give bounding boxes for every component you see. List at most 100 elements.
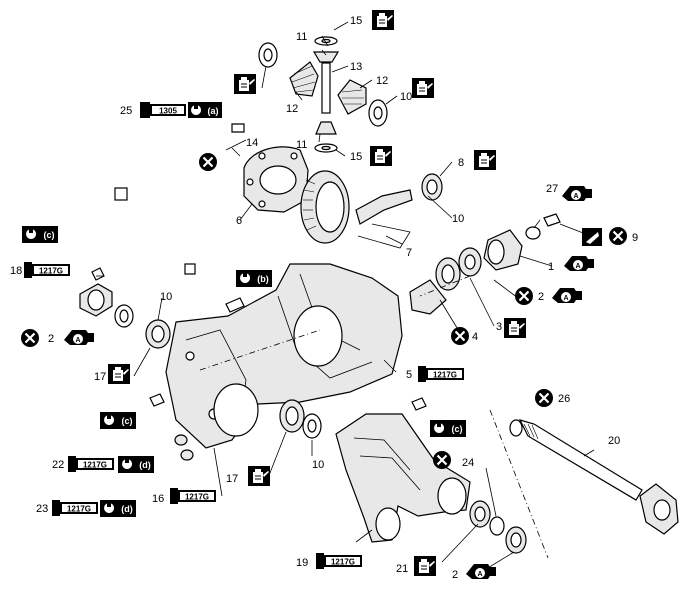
callout-12: 12	[376, 75, 388, 87]
callout-14: 14	[246, 137, 258, 149]
oil-can-icon	[413, 555, 437, 577]
oil-can-icon	[473, 149, 497, 171]
sealant-tag-1217g-18: 1217G	[24, 262, 70, 278]
sealant-tag-1217g-23: 1217G	[52, 500, 98, 516]
torque-tag-c-left: (c)	[100, 412, 136, 429]
callout-27: 27	[546, 183, 558, 195]
pinion-gear-top	[312, 51, 340, 63]
bolt-c-left	[149, 393, 165, 407]
grease-icon	[64, 330, 94, 345]
torque-tag-b: (b)	[236, 270, 272, 287]
grease-icon	[466, 564, 496, 579]
callout-4: 4	[472, 331, 478, 343]
callout-20: 20	[608, 435, 620, 447]
svg-text:(c): (c)	[122, 416, 133, 426]
oil-can-icon	[371, 9, 395, 31]
callout-13: 13	[350, 61, 362, 73]
do-not-reuse-icon	[431, 449, 453, 471]
callout-15: 15	[350, 151, 362, 163]
oil-can-icon	[503, 317, 527, 339]
callout-10: 10	[452, 213, 464, 225]
svg-text:1217G: 1217G	[331, 558, 355, 567]
flange-washer	[525, 226, 541, 240]
oil-can-icon	[369, 145, 393, 167]
callout-15: 15	[350, 15, 362, 27]
sealant-tag-1217g-22: 1217G	[68, 456, 114, 472]
callout-17: 17	[226, 473, 238, 485]
oil-can-icon	[233, 73, 257, 95]
circlip-26	[509, 419, 523, 437]
torque-tag-d-23: (d)	[100, 500, 136, 517]
do-not-reuse-icon	[533, 387, 555, 409]
grease-icon	[562, 186, 592, 201]
callout-16: 16	[152, 493, 164, 505]
svg-text:(b): (b)	[257, 274, 269, 284]
tag-1305-text: 1305	[159, 107, 177, 116]
pinion-shaft	[321, 62, 331, 114]
side-gear-left	[289, 61, 319, 97]
sealant-tag-1217g-19: 1217G	[316, 553, 362, 569]
plug-23	[180, 449, 194, 461]
callout-24: 24	[462, 457, 474, 469]
do-not-reuse-icon	[197, 151, 219, 173]
pinion-gear-bottom	[315, 121, 337, 135]
torque-tag-c-right: (c)	[430, 420, 466, 437]
torque-a-text: (a)	[208, 106, 219, 116]
callout-17: 17	[94, 371, 106, 383]
callout-11: 11	[296, 139, 307, 151]
drive-pinion	[355, 189, 413, 225]
side-gear-right	[337, 79, 367, 115]
bolt-18	[91, 267, 105, 281]
svg-text:1217G: 1217G	[433, 371, 457, 380]
sealant-tag-1305: 1305	[140, 102, 186, 118]
do-not-reuse-icon	[19, 327, 41, 349]
callout-6: 6	[236, 215, 242, 227]
plug-22	[174, 434, 188, 446]
svg-text:1217G: 1217G	[185, 493, 209, 502]
oil-can-icon	[411, 77, 435, 99]
callout-21: 21	[396, 563, 408, 575]
grease-icon	[564, 256, 594, 271]
callout-10: 10	[160, 291, 172, 303]
callout-10: 10	[400, 91, 412, 103]
callout-3: 3	[496, 321, 502, 333]
bolt-c-right	[411, 397, 427, 411]
svg-text:1217G: 1217G	[67, 505, 91, 514]
breather	[114, 187, 128, 201]
case-bolt	[231, 123, 245, 133]
svg-text:1217G: 1217G	[83, 461, 107, 470]
svg-text:(c): (c)	[452, 424, 463, 434]
bolt-b	[225, 297, 245, 313]
torque-tag-c-topleft: (c)	[22, 226, 58, 243]
svg-text:(d): (d)	[139, 460, 151, 470]
flange-nut	[543, 213, 561, 227]
callout-10: 10	[312, 459, 324, 471]
callout-12: 12	[286, 103, 298, 115]
callout-11: 11	[296, 31, 307, 43]
svg-text:1217G: 1217G	[39, 267, 63, 276]
callout-2: 2	[452, 569, 458, 581]
svg-text:(d): (d)	[121, 504, 133, 514]
callout-22: 22	[52, 459, 64, 471]
sealant-tag-1217g-5: 1217G	[418, 366, 464, 382]
snap-ring-24	[489, 516, 505, 536]
callout-5: 5	[406, 369, 412, 381]
callout-2: 2	[538, 291, 544, 303]
axle-shaft	[518, 419, 643, 501]
torque-tag-d-22: (d)	[118, 456, 154, 473]
do-not-reuse-icon	[449, 325, 471, 347]
callout-18: 18	[10, 265, 22, 277]
callout-9: 9	[632, 232, 638, 244]
oil-can-icon	[247, 465, 271, 487]
oil-can-icon	[107, 363, 131, 385]
callout-1: 1	[548, 261, 554, 273]
callout-26: 26	[558, 393, 570, 405]
grease-icon	[552, 288, 582, 303]
callout-7: 7	[406, 247, 412, 259]
callout-19: 19	[296, 557, 308, 569]
torque-tag-a: (a)	[188, 102, 222, 118]
pinion-bearing-rear	[409, 279, 447, 315]
svg-text:(c): (c)	[44, 230, 55, 240]
axle-tube-housing	[335, 413, 471, 543]
